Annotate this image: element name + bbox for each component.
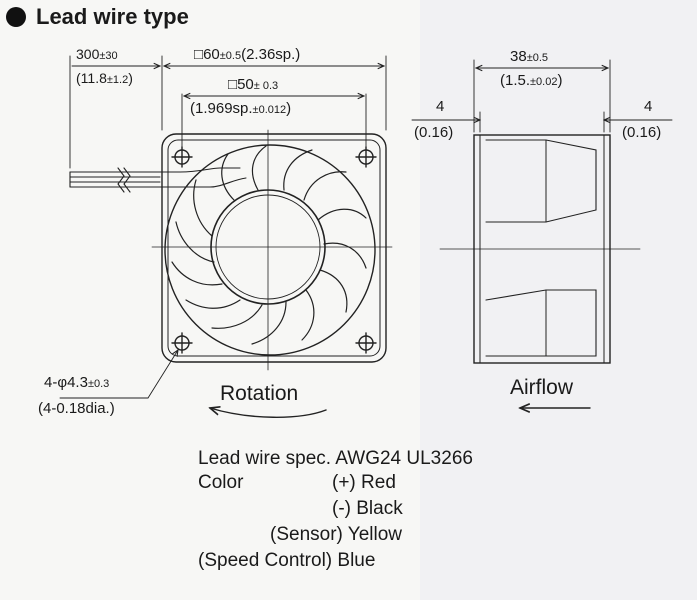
lead-length-inch-close: )	[128, 70, 133, 86]
background-panel	[420, 0, 697, 600]
depth-inch: (1.5.±0.02)	[500, 72, 562, 89]
square-symbol: □	[228, 76, 238, 93]
depth-value: 38	[510, 48, 527, 65]
color-label: Color	[198, 472, 244, 493]
flange-left-dim: 4	[436, 98, 445, 115]
hole-pitch-value: 50	[237, 76, 254, 93]
wire-speed: (Speed Control) Blue	[198, 550, 376, 571]
flange-right-dim: 4	[644, 98, 653, 115]
title-text: Lead wire type	[36, 4, 189, 29]
lead-length-value: 300	[76, 46, 100, 62]
mounting-hole-dim: 4-φ4.3±0.3	[44, 374, 109, 391]
depth-dim: 38±0.5	[510, 48, 548, 65]
square-symbol: □	[194, 46, 204, 63]
lead-length-inch: (11.8±1.2)	[76, 70, 133, 86]
section-title: Lead wire type	[6, 4, 189, 30]
hole-count: 4-	[44, 374, 58, 391]
frame-size-tol: ±0.5	[219, 50, 242, 62]
hole-pitch-inch-value: (1.969sp.	[190, 100, 253, 117]
depth-inch-close: )	[557, 72, 563, 89]
hole-diameter-tol: ±0.3	[87, 378, 110, 390]
frame-size-inch: (2.36sp.)	[241, 46, 301, 63]
bullet-icon	[6, 7, 26, 27]
lead-length-dim: 300±30	[76, 46, 118, 62]
lead-length-tol: ±30	[99, 50, 118, 62]
wire-sensor: (Sensor) Yellow	[270, 524, 403, 545]
mounting-holes	[171, 146, 377, 354]
flange-left-inch: (0.16)	[414, 124, 454, 141]
hole-pitch-dim: □50± 0.3	[228, 76, 278, 93]
rotation-label: Rotation	[220, 382, 299, 405]
fan-housing-circle	[164, 144, 376, 356]
rotation-arrow	[210, 408, 327, 418]
airflow-label: Airflow	[510, 376, 574, 399]
wire-black: (-) Black	[332, 498, 403, 519]
fan-frame	[161, 133, 387, 363]
fan-blades	[171, 145, 367, 345]
depth-inch-value: (1.5.	[500, 72, 531, 89]
lead-wire	[69, 167, 247, 193]
wire-red: (+) Red	[332, 472, 396, 493]
hole-pitch-inch-close: )	[286, 100, 292, 117]
hole-pitch-tol: ± 0.3	[253, 80, 279, 92]
diameter-symbol: φ	[57, 374, 68, 391]
frame-size-dim: □60±0.5(2.36sp.)	[194, 46, 300, 63]
hole-diameter: 4.3	[67, 374, 88, 391]
hole-pitch-inch-tol: ±0.012	[252, 104, 287, 116]
lead-length-inch-value: (11.8	[76, 70, 107, 86]
depth-inch-tol: ±0.02	[530, 76, 558, 88]
depth-tol: ±0.5	[526, 52, 549, 64]
mounting-hole-inch: (4-0.18dia.)	[38, 400, 115, 417]
lead-wire-spec: Lead wire spec. AWG24 UL3266	[198, 448, 473, 469]
flange-right-inch: (0.16)	[622, 124, 662, 141]
lead-length-inch-tol: ±1.2	[106, 74, 129, 86]
frame-size-value: 60	[203, 46, 220, 63]
hole-pitch-inch: (1.969sp.±0.012)	[190, 100, 291, 117]
